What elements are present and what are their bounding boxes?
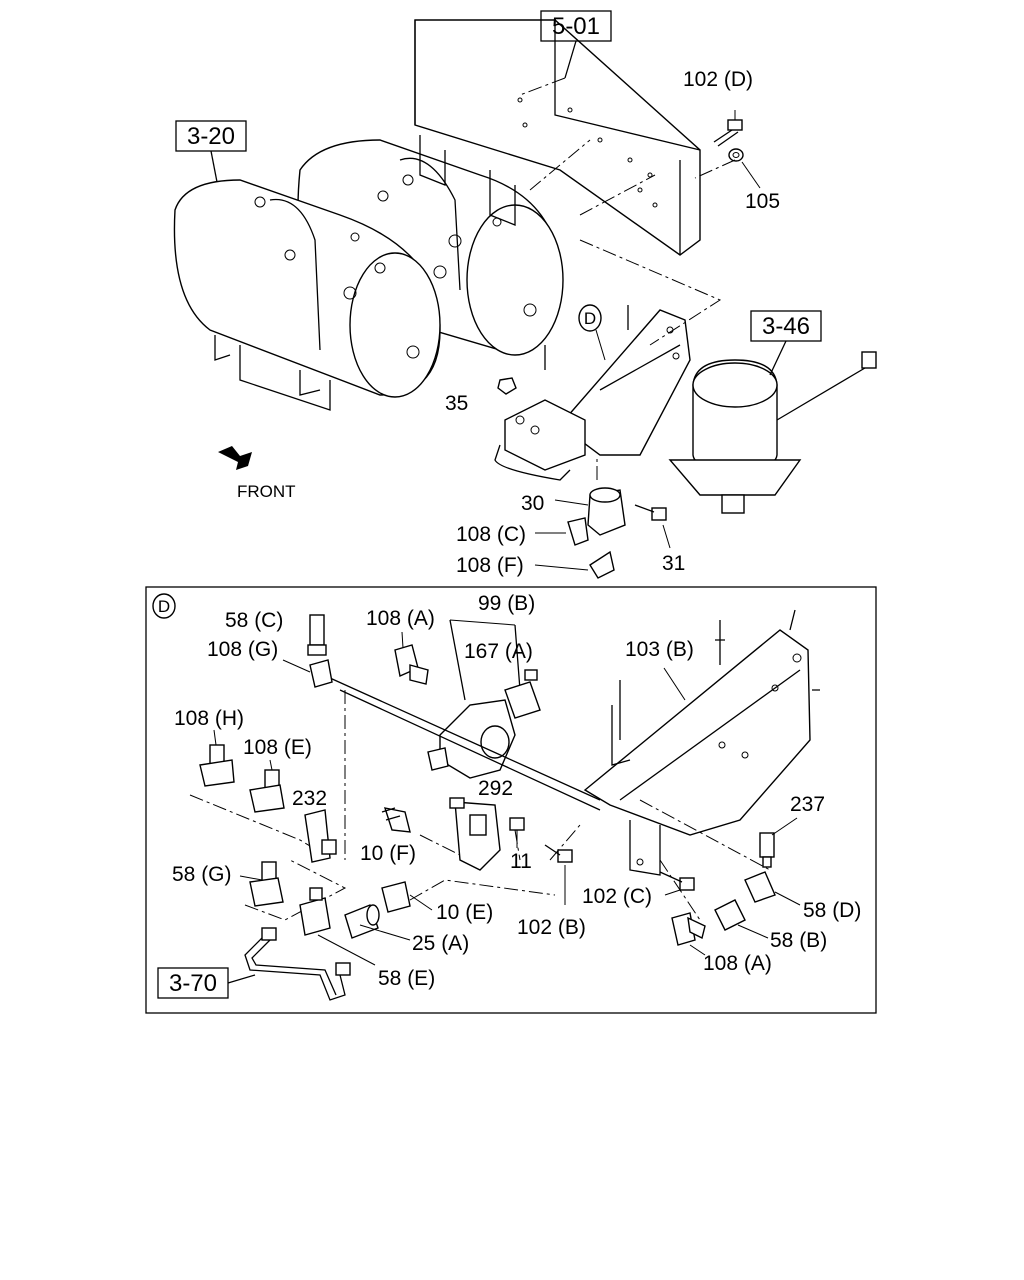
front-label: FRONT	[237, 482, 296, 501]
fitting-10e: 10 (E)	[381, 881, 493, 924]
bolt-102d: 102 (D)	[683, 68, 753, 147]
ref-3-70: 3-70	[169, 970, 217, 997]
label-58e: 58 (E)	[378, 967, 435, 990]
label-108c: 108 (C)	[456, 523, 526, 546]
sensor-292: 292	[449, 777, 513, 871]
bolt-102b: 102 (B)	[517, 844, 586, 939]
air-dryer	[668, 351, 877, 514]
label-292: 292	[478, 777, 513, 800]
label-58b: 58 (B)	[770, 929, 827, 952]
switch-25a: 25 (A)	[344, 904, 469, 955]
detail-box-marker-text: D	[158, 597, 170, 616]
fitting-108h: 108 (H)	[174, 707, 244, 787]
bolt-11: 11	[509, 817, 532, 873]
fitting-108a-top: 108 (A)	[366, 607, 435, 685]
ref-box-3-70: 3-70	[157, 967, 256, 999]
ref-5-01: 5-01	[552, 13, 600, 40]
fitting-108a-bottom: 108 (A)	[671, 912, 772, 975]
label-103b: 103 (B)	[625, 638, 694, 661]
fitting-58d: 58 (D)	[744, 871, 861, 922]
ref-box-5-01: 5-01	[540, 10, 612, 79]
fitting-108f: 108 (F)	[456, 550, 615, 579]
detail-box-marker: D	[152, 593, 176, 619]
fitting-237: 237	[759, 793, 825, 868]
ref-3-20: 3-20	[187, 123, 235, 150]
label-31: 31	[662, 552, 685, 575]
label-11: 11	[510, 850, 532, 873]
label-30: 30	[521, 492, 544, 515]
label-108g: 108 (G)	[207, 638, 278, 661]
label-167a: 167 (A)	[464, 640, 533, 663]
label-58d: 58 (D)	[803, 899, 861, 922]
label-237: 237	[790, 793, 825, 816]
label-58g: 58 (G)	[172, 863, 232, 886]
label-35: 35	[445, 392, 468, 415]
fitting-10f: 10 (F)	[360, 807, 416, 865]
label-10f: 10 (F)	[360, 842, 416, 865]
pipe-3-70	[244, 927, 351, 1001]
label-102c: 102 (C)	[582, 885, 652, 908]
detail-box	[145, 586, 877, 1014]
valve-99b: 99 (B)	[427, 592, 535, 779]
washer-105: 105	[728, 148, 780, 213]
bolt-31: 31	[634, 504, 685, 575]
label-102b: 102 (B)	[517, 916, 586, 939]
ref-box-3-46: 3-46	[750, 310, 822, 376]
label-10e: 10 (E)	[436, 901, 493, 924]
fitting-232: 232	[292, 787, 337, 863]
ref-3-46: 3-46	[762, 313, 810, 340]
fitting-108e: 108 (E)	[243, 736, 312, 813]
label-99b: 99 (B)	[478, 592, 535, 615]
bolt-102c: 102 (C)	[582, 871, 695, 908]
label-232: 232	[292, 787, 327, 810]
label-105: 105	[745, 190, 780, 213]
fitting-108c: 108 (C)	[456, 517, 589, 546]
front-arrow: FRONT	[218, 446, 296, 501]
nut-35: 35	[445, 377, 517, 415]
label-25a: 25 (A)	[412, 932, 469, 955]
label-108a-top: 108 (A)	[366, 607, 435, 630]
label-102d: 102 (D)	[683, 68, 753, 91]
detail-marker-d: D	[584, 309, 596, 328]
fitting-58c: 58 (C)	[225, 609, 327, 656]
label-108h: 108 (H)	[174, 707, 244, 730]
label-108f: 108 (F)	[456, 554, 524, 577]
fitting-58g: 58 (G)	[172, 861, 284, 907]
part-167a: 167 (A)	[464, 640, 541, 719]
label-108a-bottom: 108 (A)	[703, 952, 772, 975]
frame-rail	[414, 19, 701, 256]
ref-box-3-20: 3-20	[175, 120, 247, 183]
tee-58e: 58 (E)	[299, 887, 435, 990]
fitting-108g: 108 (G)	[207, 638, 333, 688]
label-58c: 58 (C)	[225, 609, 283, 632]
upper-bracket: D	[544, 304, 691, 456]
fitting-58b: 58 (B)	[714, 899, 827, 952]
label-108e: 108 (E)	[243, 736, 312, 759]
bracket-103b: 103 (B)	[583, 609, 820, 876]
part-30: 30	[521, 455, 626, 536]
air-tanks	[173, 135, 564, 411]
upper-valve	[494, 399, 586, 481]
